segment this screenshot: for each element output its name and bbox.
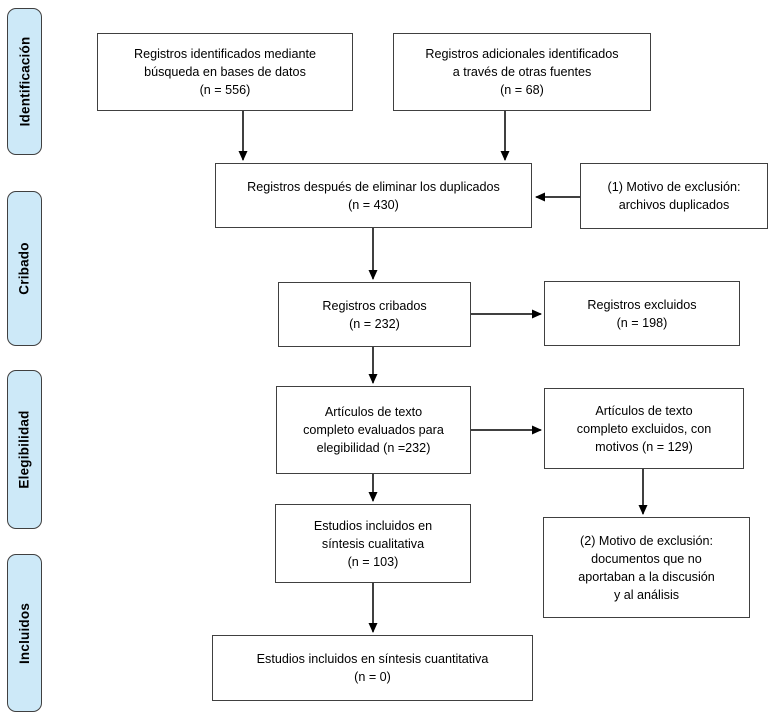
stage-identificacion: Identificación — [7, 8, 42, 155]
box-records-screened-line1: Registros cribados — [322, 298, 427, 313]
box-additional-records-line1: Registros adicionales identificados — [425, 47, 619, 61]
stage-incluidos-label: Incluidos — [17, 602, 32, 664]
box-exclusion-reason-1: (1) Motivo de exclusión: archivos duplic… — [580, 163, 768, 229]
box-fulltext-assessed: Artículos de texto completo evaluados pa… — [276, 386, 471, 474]
box-additional-records-count: (n = 68) — [500, 83, 544, 97]
box-qualitative-included-line2: síntesis cualitativa — [321, 536, 425, 551]
box-exclusion-reason-2-line1: (2) Motivo de exclusión: — [580, 533, 713, 548]
box-records-screened-count: (n = 232) — [349, 316, 400, 331]
box-records-excluded: Registros excluidos (n = 198) — [544, 281, 740, 346]
stage-elegibilidad-label: Elegibilidad — [17, 410, 33, 489]
stage-elegibilidad: Elegibilidad — [7, 370, 42, 529]
box-quantitative-included-line1: Estudios incluidos en síntesis cuantitat… — [256, 652, 489, 666]
box-deduplicated-records: Registros después de eliminar los duplic… — [215, 163, 532, 228]
box-additional-records: Registros adicionales identificados a tr… — [393, 33, 651, 111]
box-deduplicated-records-line1: Registros después de eliminar los duplic… — [247, 179, 500, 194]
stage-identificacion-label: Identificación — [17, 36, 32, 127]
box-fulltext-excluded: Artículos de texto completo excluidos, c… — [544, 388, 744, 469]
box-fulltext-assessed-line1: Artículos de texto — [324, 405, 423, 419]
box-records-excluded-line1: Registros excluidos — [587, 297, 697, 312]
box-exclusion-reason-1-line2: archivos duplicados — [618, 198, 730, 212]
box-fulltext-assessed-count: elegibilidad (n =232) — [316, 441, 431, 455]
box-fulltext-excluded-line2: completo excluidos, con — [576, 421, 712, 436]
stage-cribado-label: Cribado — [17, 242, 32, 295]
box-records-identified-line1: Registros identificados mediante — [133, 47, 316, 61]
box-records-identified: Registros identificados mediante búsqued… — [97, 33, 353, 111]
box-fulltext-excluded-line1: Artículos de texto — [595, 403, 693, 418]
box-exclusion-reason-2-line2: documentos que no — [591, 551, 702, 566]
box-exclusion-reason-1-line1: (1) Motivo de exclusión: — [607, 180, 741, 194]
box-additional-records-line2: a través de otras fuentes — [452, 65, 592, 79]
box-fulltext-assessed-line2: completo evaluados para — [303, 423, 444, 437]
stage-cribado: Cribado — [7, 191, 42, 346]
box-exclusion-reason-2-line4: y al análisis — [613, 587, 680, 602]
box-qualitative-included-count: (n = 103) — [347, 554, 399, 569]
box-fulltext-excluded-count: motivos (n = 129) — [595, 439, 693, 454]
box-quantitative-included-count: (n = 0) — [354, 670, 391, 684]
box-qualitative-included: Estudios incluidos en síntesis cualitati… — [275, 504, 471, 583]
box-records-screened: Registros cribados (n = 232) — [278, 282, 471, 347]
box-exclusion-reason-2-line3: aportaban a la discusión — [578, 569, 715, 584]
box-records-excluded-count: (n = 198) — [616, 315, 668, 330]
box-qualitative-included-line1: Estudios incluidos en — [313, 518, 433, 533]
box-exclusion-reason-2: (2) Motivo de exclusión: documentos que … — [543, 517, 750, 618]
box-deduplicated-records-count: (n = 430) — [348, 197, 399, 212]
stage-incluidos: Incluidos — [7, 554, 42, 712]
box-quantitative-included: Estudios incluidos en síntesis cuantitat… — [212, 635, 533, 701]
box-records-identified-count: (n = 556) — [199, 83, 251, 97]
box-records-identified-line2: búsqueda en bases de datos — [144, 65, 306, 79]
